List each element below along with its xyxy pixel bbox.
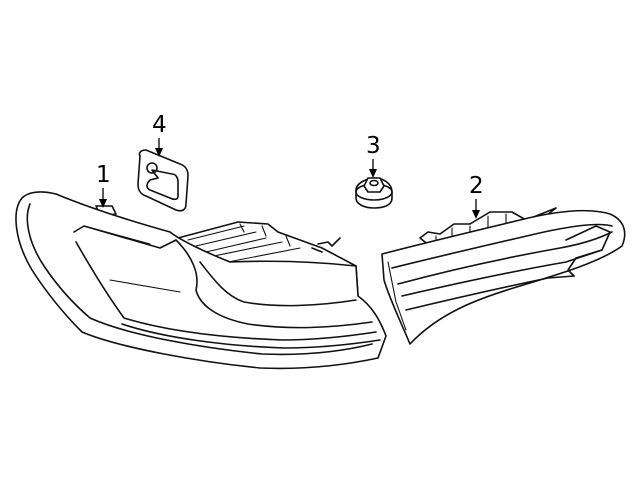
gasket-outer [137,149,189,212]
callout-3-label: 3 [366,133,381,159]
outer-lamp-housing-ribs [187,223,301,263]
callout-2-arrow-icon [472,210,480,219]
callout-1-label: 1 [96,162,111,188]
callout-4-arrow-icon [155,148,163,157]
outer-lamp-inner-contour [199,261,357,307]
inner-lamp-light-guide-2 [401,249,603,297]
inner-tail-lamp-part[interactable] [381,207,626,345]
outer-lamp-lens [15,191,387,370]
outer-lamp-edge-line [83,225,181,293]
hex-nut-bore [369,179,379,187]
gasket-hole [146,162,158,174]
inner-lamp-light-guide-1 [397,231,613,285]
outer-tail-lamp-part[interactable] [15,191,387,370]
hex-nut-part[interactable] [355,177,393,209]
outer-lamp-connector [311,237,341,253]
gasket-part[interactable] [137,149,189,212]
callout-2: 2 [469,173,484,219]
callout-1-arrow-icon [99,199,107,208]
outer-lamp-light-guide-strip [121,323,381,349]
outer-lamp-light-guide-lower [75,241,377,341]
gasket-inner-cutout [146,169,179,201]
inner-lamp-end-cap [565,225,611,277]
callout-1: 1 [96,162,111,208]
inner-lamp-lower-edge [387,261,407,331]
outer-lamp-inner-bezel [26,203,373,356]
callout-3: 3 [366,133,381,178]
callout-4-label: 4 [152,112,167,138]
inner-lamp-light-guide-3 [405,275,575,311]
outer-lamp-light-guide-upper [73,225,373,329]
inner-lamp-bezel-top [391,223,613,269]
inner-lamp-lens [381,209,626,345]
callout-3-arrow-icon [369,169,377,178]
callout-2-label: 2 [469,173,484,199]
callout-4: 4 [152,112,167,157]
